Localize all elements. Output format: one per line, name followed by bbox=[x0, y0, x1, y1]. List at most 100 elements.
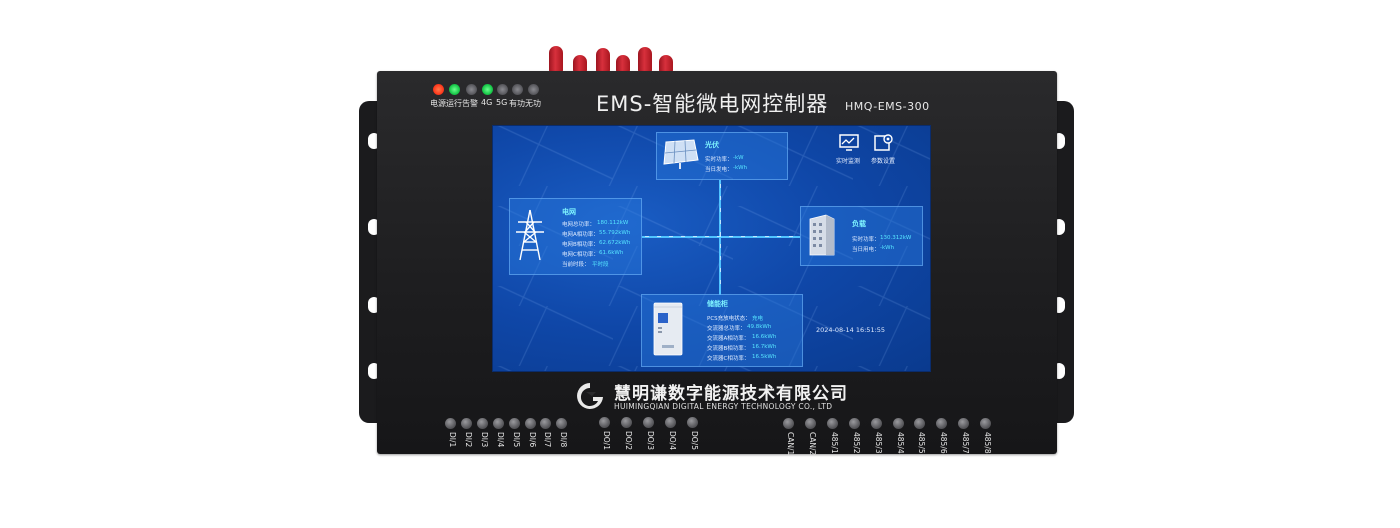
pv-power-label: 实时功率： bbox=[705, 157, 733, 163]
do-port-label: DO/1 bbox=[602, 431, 611, 450]
company-name-cn: 慧明谦数字能源技术有限公司 bbox=[614, 384, 848, 404]
do-port[interactable] bbox=[621, 417, 632, 428]
device-model: HMQ-EMS-300 bbox=[845, 100, 930, 113]
load-use-value: -kWh bbox=[880, 245, 895, 251]
bus-port-label: 485/3 bbox=[874, 432, 883, 454]
bus-port-label: 485/4 bbox=[896, 432, 905, 454]
di-port-label: DI/8 bbox=[559, 432, 568, 448]
di-port-label: DI/6 bbox=[528, 432, 537, 448]
storage-row-value: 16.5kWh bbox=[752, 354, 777, 360]
bus-port[interactable] bbox=[783, 418, 794, 429]
settings-button-label: 参数设置 bbox=[871, 158, 896, 165]
storage-row-value: 16.7kWh bbox=[752, 344, 777, 350]
di-port-label: DI/5 bbox=[512, 432, 521, 448]
building-icon bbox=[809, 214, 835, 256]
led-active bbox=[512, 84, 523, 95]
led-label-run: 运行 bbox=[446, 99, 462, 108]
grid-row-value: 180.112kW bbox=[597, 220, 629, 226]
storage-title: 储能柜 bbox=[707, 300, 728, 308]
grid-row-label: 当前时段： bbox=[562, 262, 590, 268]
company-name-en: HUIMINGQIAN DIGITAL ENERGY TECHNOLOGY CO… bbox=[614, 402, 833, 411]
storage-row-label: 交流器总功率： bbox=[707, 326, 746, 332]
do-port[interactable] bbox=[665, 417, 676, 428]
led-reactive bbox=[528, 84, 539, 95]
grid-row-value: 61.6kWh bbox=[599, 250, 624, 256]
di-port-label: DI/3 bbox=[480, 432, 489, 448]
monitor-button-label: 实时监测 bbox=[836, 158, 861, 165]
di-port[interactable] bbox=[445, 418, 456, 429]
bus-port[interactable] bbox=[805, 418, 816, 429]
grid-row-label: 电网总功率： bbox=[562, 222, 596, 228]
pv-gen-label: 当日发电： bbox=[705, 167, 733, 173]
storage-row-value: 充电 bbox=[752, 316, 764, 322]
bus-port[interactable] bbox=[936, 418, 947, 429]
settings-gear-icon bbox=[874, 134, 893, 151]
di-port[interactable] bbox=[509, 418, 520, 429]
storage-row-value: 49.8kWh bbox=[747, 324, 772, 330]
load-power-label: 实时功率： bbox=[852, 237, 880, 243]
bus-port-label: 485/2 bbox=[852, 432, 861, 454]
di-port[interactable] bbox=[556, 418, 567, 429]
storage-row-label: 交流器C相功率： bbox=[707, 356, 750, 362]
bus-port-label: 485/7 bbox=[961, 432, 970, 454]
storage-row-label: 交流器A相功率： bbox=[707, 336, 750, 342]
di-port[interactable] bbox=[493, 418, 504, 429]
led-label-reactive: 无功 bbox=[525, 99, 541, 108]
do-port[interactable] bbox=[599, 417, 610, 428]
pv-title: 光伏 bbox=[705, 141, 719, 149]
di-port[interactable] bbox=[461, 418, 472, 429]
di-port[interactable] bbox=[540, 418, 551, 429]
do-port[interactable] bbox=[643, 417, 654, 428]
do-port[interactable] bbox=[687, 417, 698, 428]
solar-panel-icon bbox=[663, 139, 699, 169]
led-alarm bbox=[466, 84, 477, 95]
bus-port-label: CAN/1 bbox=[786, 432, 795, 456]
storage-row-value: 16.6kWh bbox=[752, 334, 777, 340]
do-port-label: DO/2 bbox=[624, 431, 633, 450]
led-run bbox=[449, 84, 460, 95]
bus-port[interactable] bbox=[849, 418, 860, 429]
led-label-alarm: 告警 bbox=[462, 99, 478, 108]
grid-row-label: 电网B相功率： bbox=[562, 242, 599, 248]
di-port-label: DI/7 bbox=[543, 432, 552, 448]
grid-title: 电网 bbox=[562, 208, 576, 216]
screen-timestamp: 2024-08-14 16:51:55 bbox=[816, 326, 886, 334]
load-title: 负载 bbox=[852, 220, 866, 228]
bus-port-label: 485/6 bbox=[939, 432, 948, 454]
pv-power-value: -kW bbox=[733, 155, 744, 161]
company-logo-icon bbox=[577, 383, 603, 409]
di-port-label: DI/1 bbox=[448, 432, 457, 448]
load-use-label: 当日用电： bbox=[852, 247, 880, 253]
bus-port[interactable] bbox=[893, 418, 904, 429]
bus-port[interactable] bbox=[914, 418, 925, 429]
grid-row-label: 电网A相功率： bbox=[562, 232, 599, 238]
di-port-label: DI/4 bbox=[496, 432, 505, 448]
grid-row-value: 62.672kWh bbox=[599, 240, 631, 246]
bus-port[interactable] bbox=[980, 418, 991, 429]
led-power bbox=[433, 84, 444, 95]
bus-port[interactable] bbox=[958, 418, 969, 429]
storage-cabinet-icon bbox=[653, 302, 683, 356]
storage-row-label: PCS充放电状态： bbox=[707, 316, 751, 322]
led-label-4g: 4G bbox=[481, 98, 493, 107]
monitor-chart-icon bbox=[839, 134, 859, 151]
do-port-label: DO/5 bbox=[690, 431, 699, 450]
do-port-label: DO/3 bbox=[646, 431, 655, 450]
load-power-value: 130.312kW bbox=[880, 235, 912, 241]
di-port[interactable] bbox=[525, 418, 536, 429]
led-label-power: 电源 bbox=[430, 99, 446, 108]
hmi-screen bbox=[492, 125, 931, 372]
led-5g bbox=[497, 84, 508, 95]
bus-port[interactable] bbox=[871, 418, 882, 429]
bus-port-label: 485/1 bbox=[830, 432, 839, 454]
di-port[interactable] bbox=[477, 418, 488, 429]
storage-row-label: 交流器B相功率： bbox=[707, 346, 750, 352]
grid-row-label: 电网C相功率： bbox=[562, 252, 599, 258]
pv-gen-value: -kWh bbox=[733, 165, 748, 171]
grid-row-value: 55.792kWh bbox=[599, 230, 631, 236]
bus-port[interactable] bbox=[827, 418, 838, 429]
transmission-tower-icon bbox=[516, 209, 544, 261]
di-port-label: DI/2 bbox=[464, 432, 473, 448]
bus-port-label: 485/5 bbox=[917, 432, 926, 454]
bus-port-label: 485/8 bbox=[983, 432, 992, 454]
